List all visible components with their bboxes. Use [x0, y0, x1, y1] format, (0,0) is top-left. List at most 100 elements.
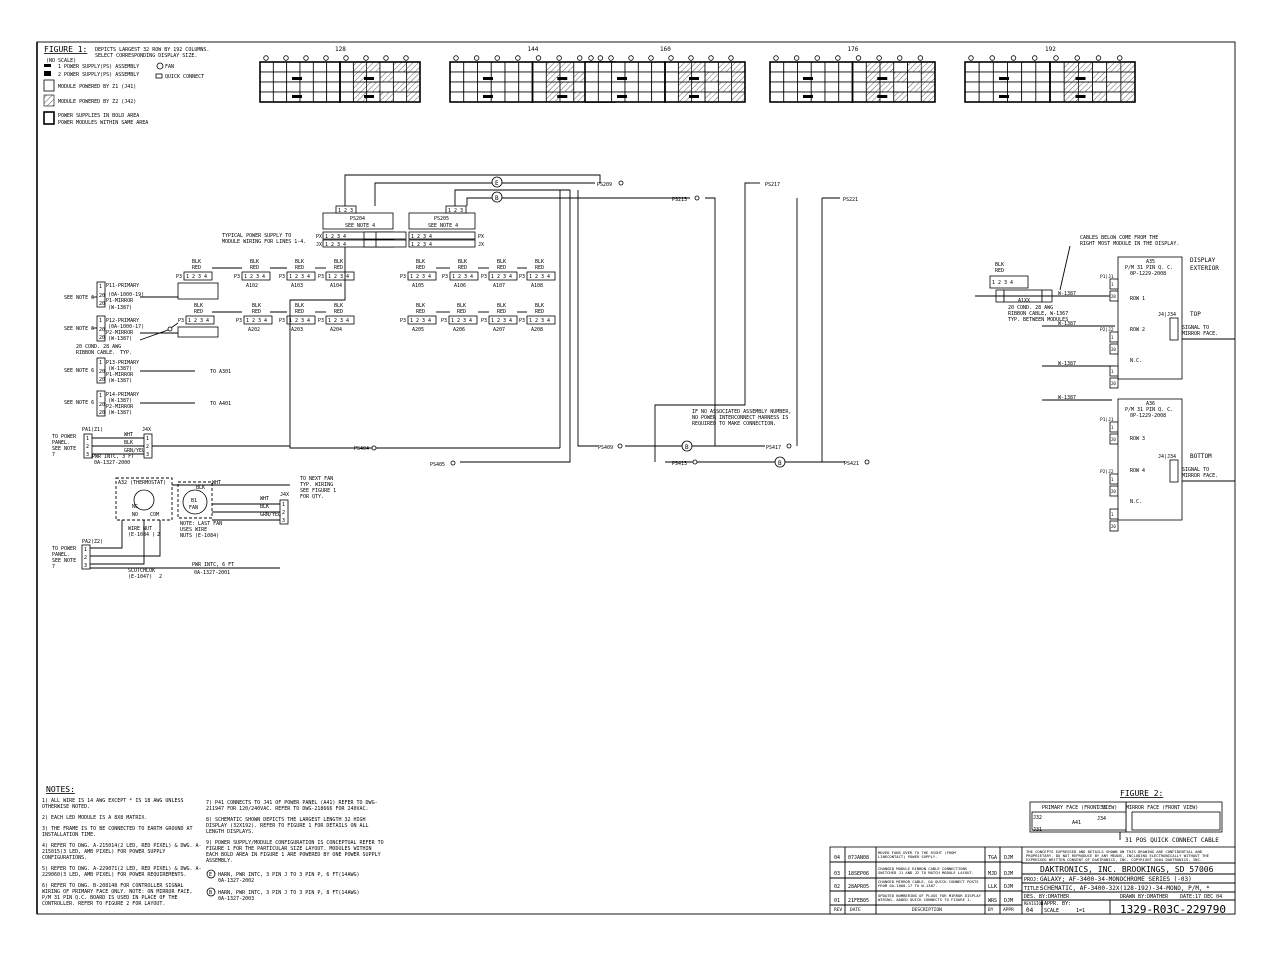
svg-text:RED: RED — [457, 309, 466, 315]
svg-text:EXPRESSED WRITTEN CONSENT OF D: EXPRESSED WRITTEN CONSENT OF DAKTRONICS,… — [1026, 857, 1202, 862]
svg-text:1 2 3 4: 1 2 3 4 — [529, 318, 550, 324]
z2-legend-swatch — [43, 94, 55, 107]
svg-text:BLK: BLK — [192, 259, 201, 265]
svg-text:2: 2 — [84, 555, 87, 561]
module-label: A107 — [493, 283, 505, 289]
svg-text:CABLES BELOW COME FROM THE: CABLES BELOW COME FROM THE — [1080, 235, 1158, 241]
svg-text:J4X: J4X — [280, 492, 289, 498]
svg-text:1: 1 — [1111, 335, 1114, 340]
svg-text:BLK: BLK — [457, 303, 466, 309]
svg-text:P3: P3 — [279, 318, 285, 324]
ps409-label: PS409 — [598, 445, 613, 451]
svg-text:PA1(Z1): PA1(Z1) — [82, 427, 103, 433]
svg-text:02: 02 — [834, 884, 840, 890]
svg-text:1 2 3 4: 1 2 3 4 — [186, 274, 207, 280]
svg-text:TYP. BETWEEN MODULES: TYP. BETWEEN MODULES — [1008, 317, 1068, 323]
svg-text:1 2 3 4: 1 2 3 4 — [410, 274, 431, 280]
svg-text:RED: RED — [295, 265, 304, 271]
svg-text:7: 7 — [52, 564, 55, 570]
svg-text:JX: JX — [478, 242, 484, 248]
ps-marker — [1075, 77, 1086, 80]
svg-text:P2|J2: P2|J2 — [1100, 327, 1114, 333]
svg-text:1=1: 1=1 — [1076, 908, 1085, 914]
module-label: A106 — [454, 283, 466, 289]
svg-text:SEE NOTE 6: SEE NOTE 6 — [64, 326, 94, 332]
svg-text:RED: RED — [250, 265, 259, 271]
fan-icon — [814, 55, 820, 61]
svg-text:20: 20 — [1111, 347, 1116, 352]
fan-icon — [383, 55, 389, 61]
fan-icon — [577, 55, 583, 61]
svg-text:1: 1 — [146, 436, 149, 442]
svg-text:P/M 31 PIN Q. C.: P/M 31 PIN Q. C. — [1125, 265, 1173, 271]
fan-icon — [1117, 55, 1123, 61]
figure1-desc-2: SELECT CORRESPONDING DISPLAY SIZE. — [95, 53, 197, 59]
svg-text:BLK: BLK — [416, 259, 425, 265]
svg-text:3: 3 — [86, 452, 89, 458]
svg-text:20: 20 — [99, 301, 105, 307]
fan-icon — [989, 55, 995, 61]
svg-text:FAN: FAN — [189, 505, 198, 511]
svg-text:(W-1387): (W-1387) — [108, 378, 132, 384]
svg-text:RED: RED — [334, 265, 343, 271]
title-block: THE CONCEPTS EXPRESSED AND DETAILS SHOWN… — [1021, 846, 1236, 916]
ps-marker — [617, 77, 627, 80]
svg-text:DESCRIPTION: DESCRIPTION — [912, 907, 942, 913]
svg-text:1: 1 — [1111, 477, 1114, 482]
svg-text:1 2 3 4: 1 2 3 4 — [491, 274, 512, 280]
svg-text:N.C.: N.C. — [1130, 499, 1142, 505]
svg-text:TOP: TOP — [1190, 311, 1201, 318]
svg-text:B1: B1 — [191, 498, 197, 504]
fan-icon — [1095, 55, 1102, 61]
svg-text:P1|J1: P1|J1 — [1100, 417, 1114, 423]
svg-text:0A-1327-2000: 0A-1327-2000 — [94, 460, 130, 466]
svg-text:2: 2 — [157, 532, 160, 538]
svg-text:P1-MIRROR: P1-MIRROR — [106, 372, 134, 378]
svg-text:1: 1 — [1111, 369, 1114, 374]
svg-text:1: 1 — [99, 318, 102, 324]
svg-text:PA2(Z2): PA2(Z2) — [82, 539, 103, 545]
svg-text:A36: A36 — [1146, 401, 1155, 407]
svg-text:RED: RED — [995, 268, 1004, 274]
svg-text:ROW 2: ROW 2 — [1130, 327, 1145, 333]
ps-marker — [617, 95, 627, 98]
grid-label-160: 160 — [660, 46, 671, 53]
svg-text:RED: RED — [497, 265, 506, 271]
svg-text:1 2 3: 1 2 3 — [448, 208, 463, 214]
svg-text:DJM: DJM — [1004, 898, 1013, 904]
svg-text:REQUIRED TO MAKE CONNECTION.: REQUIRED TO MAKE CONNECTION. — [692, 421, 776, 427]
svg-text:BLK: BLK — [260, 504, 269, 510]
svg-text:7: 7 — [52, 452, 55, 458]
svg-text:(E-1084 ): (E-1084 ) — [128, 532, 155, 538]
svg-text:BLK: BLK — [252, 303, 261, 309]
ps221-label: PS221 — [843, 197, 858, 203]
svg-text:SEE NOTE: SEE NOTE — [52, 446, 76, 452]
svg-text:3: 3 — [84, 563, 87, 569]
svg-text:28APR05: 28APR05 — [848, 884, 869, 890]
bold-area — [664, 61, 746, 103]
ps404-label: PS404 — [354, 446, 369, 452]
svg-text:0A-1327-2003: 0A-1327-2003 — [218, 896, 254, 902]
svg-text:TGA: TGA — [988, 855, 997, 861]
svg-text:P3: P3 — [400, 318, 406, 324]
typical-ps-note-2: MODULE WIRING FOR LINES 1-4. — [222, 239, 306, 245]
svg-text:P13-PRIMARY: P13-PRIMARY — [106, 360, 139, 366]
svg-text:20: 20 — [1111, 524, 1116, 529]
legend-z2: MODULE POWERED BY Z2 (J42) — [58, 99, 136, 105]
svg-text:BLK: BLK — [535, 259, 544, 265]
svg-text:WHT: WHT — [260, 496, 269, 502]
svg-text:0A-1327-2002: 0A-1327-2002 — [218, 878, 254, 884]
svg-text:1 2 3 4: 1 2 3 4 — [452, 274, 473, 280]
ps2-legend-swatch — [44, 71, 51, 76]
module-label: A102 — [246, 283, 258, 289]
svg-text:(W-1387): (W-1387) — [108, 398, 132, 404]
fan-icon — [688, 55, 694, 61]
svg-text:31 POS QUICK CONNECT CABLE: 31 POS QUICK CONNECT CABLE — [1125, 837, 1219, 844]
svg-text:20: 20 — [1111, 381, 1116, 386]
